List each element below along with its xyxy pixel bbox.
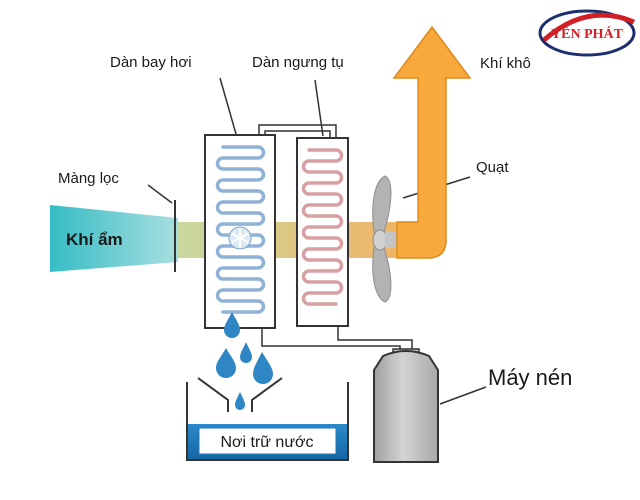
water-tank: Nơi trữ nước	[186, 382, 349, 461]
compressor-label: Máy nén	[488, 365, 572, 390]
evaporator-coil	[215, 145, 266, 314]
drip-funnel	[197, 377, 283, 412]
compressor	[373, 348, 439, 463]
dry-air-arrow	[392, 25, 472, 259]
condenser	[296, 137, 349, 327]
condenser-coil	[301, 148, 344, 306]
water-drop-icon	[216, 312, 273, 410]
evaporator-label: Dàn bay hơi	[110, 54, 192, 71]
evaporator	[204, 134, 276, 329]
filter-label: Màng lọc	[58, 170, 119, 187]
humid-air-label: Khí ẩm	[66, 230, 123, 249]
logo-icon: YÊN PHÁT	[538, 9, 636, 57]
humid-air-stream	[50, 205, 178, 272]
dry-air-label: Khí khô	[480, 55, 531, 72]
logo-text: YÊN PHÁT	[551, 25, 624, 42]
water-tank-label: Nơi trữ nước	[220, 434, 313, 451]
snowflake-icon	[231, 228, 249, 248]
fan-label: Quạt	[476, 159, 509, 176]
condenser-label: Dàn ngưng tụ	[252, 54, 344, 71]
fan-icon	[372, 175, 397, 303]
